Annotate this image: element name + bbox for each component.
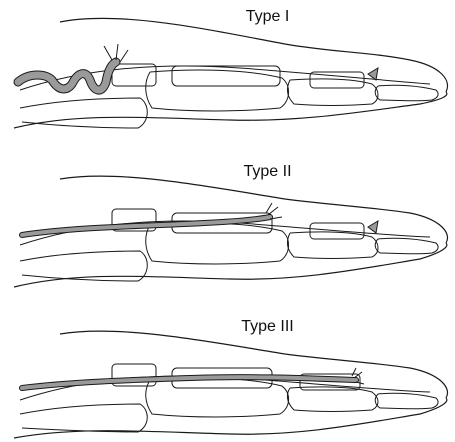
proximal-phalanx bbox=[146, 223, 289, 264]
panel-title-type-1: Type I bbox=[40, 8, 455, 26]
panel-title-type-3: Type III bbox=[40, 318, 455, 336]
tendon-stump bbox=[368, 221, 378, 233]
tendon-frayed-end bbox=[104, 44, 128, 62]
metacarpal-bone bbox=[20, 404, 147, 432]
finger-outline-palmar bbox=[14, 398, 447, 438]
panel-type-2: Type II bbox=[0, 147, 455, 294]
finger-outline-palmar bbox=[14, 243, 447, 287]
proximal-phalanx bbox=[146, 70, 289, 111]
distal-phalanx bbox=[375, 393, 438, 409]
proximal-phalanx bbox=[146, 378, 289, 417]
finger-outline-palmar bbox=[14, 92, 447, 128]
panel-title-type-2: Type II bbox=[40, 163, 455, 181]
pulley-a2 bbox=[172, 66, 280, 86]
finger-illustration-type-3 bbox=[0, 294, 455, 442]
middle-phalanx bbox=[287, 387, 378, 412]
panel-type-1: Type I bbox=[0, 0, 455, 147]
panel-type-3: Type III bbox=[0, 294, 455, 442]
distal-phalanx bbox=[375, 238, 438, 254]
tendon-stump bbox=[368, 68, 378, 80]
metacarpal-bone bbox=[20, 98, 147, 128]
distal-phalanx bbox=[375, 85, 438, 101]
